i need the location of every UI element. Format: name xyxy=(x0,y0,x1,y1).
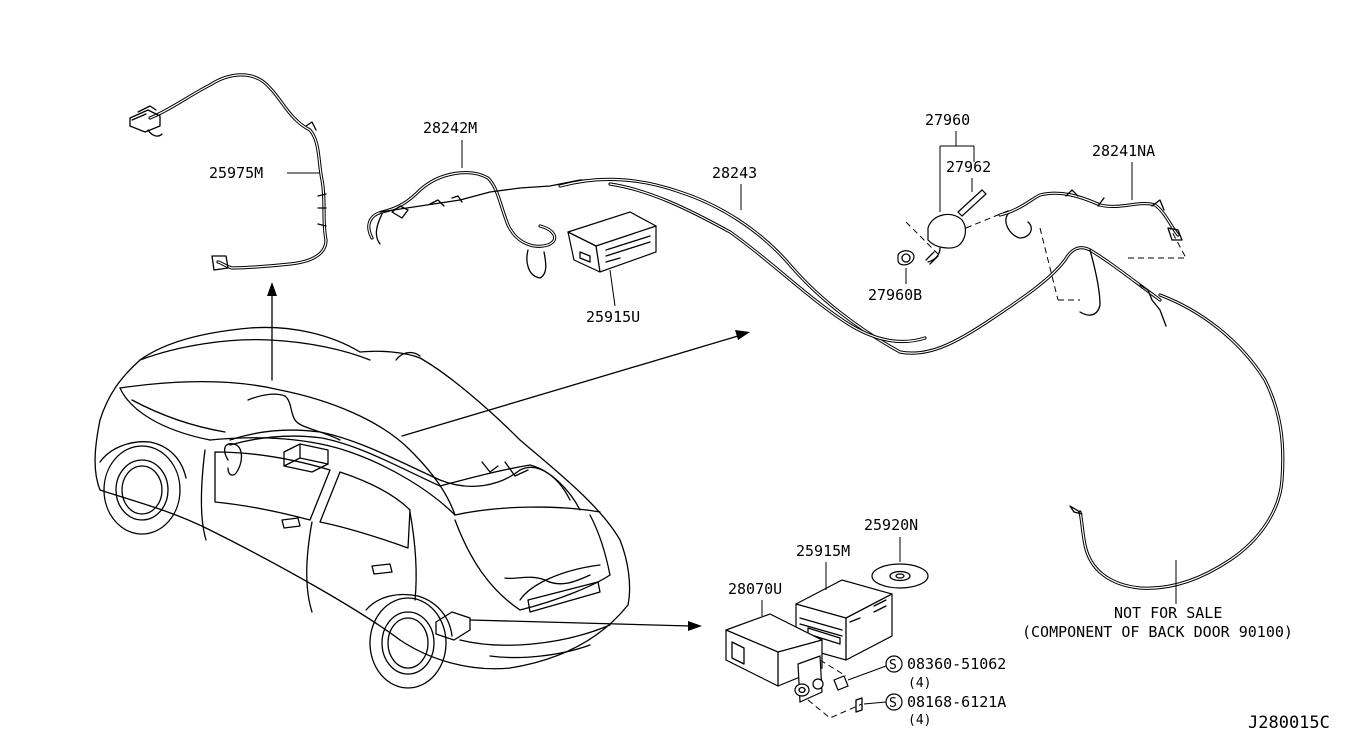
fastener-2-part: 08168-6121A xyxy=(907,693,1006,711)
s-symbol-icon xyxy=(885,655,903,673)
arrows xyxy=(267,282,750,631)
fastener-1-part: 08360-51062 xyxy=(907,655,1006,673)
label-28243: 28243 xyxy=(712,164,757,182)
antenna-27960 xyxy=(897,189,1059,301)
fastener-1-symbol: S xyxy=(889,658,897,673)
unit-25915U xyxy=(567,211,657,273)
label-25915M: 25915M xyxy=(796,542,850,560)
label-27962: 27962 xyxy=(946,158,991,176)
harness-28243 xyxy=(558,177,1167,355)
fastener-2-qty: (4) xyxy=(908,713,931,728)
note-component: (COMPONENT OF BACK DOOR 90100) xyxy=(1022,623,1293,641)
harness-25975M xyxy=(129,73,328,271)
label-25915U: 25915U xyxy=(586,308,640,326)
fastener-1-qty: (4) xyxy=(908,676,931,691)
harness-28241NA xyxy=(998,189,1187,301)
label-28241NA: 28241NA xyxy=(1092,142,1155,160)
note-not-for-sale: NOT FOR SALE xyxy=(1114,604,1222,622)
harness-back-door xyxy=(1069,293,1285,590)
label-25975M: 25975M xyxy=(209,164,263,182)
diagram-id: J280015C xyxy=(1248,713,1330,733)
bracket-28070U xyxy=(725,613,863,719)
vehicle-outline xyxy=(94,326,631,689)
disc-25920N xyxy=(871,563,929,589)
label-25920N: 25920N xyxy=(864,516,918,534)
harness-28242M xyxy=(367,171,611,279)
label-27960B: 27960B xyxy=(868,286,922,304)
fastener-1: S 08360-51062 (4) xyxy=(847,655,1006,691)
label-27960: 27960 xyxy=(925,111,970,129)
label-28242M: 28242M xyxy=(423,119,477,137)
fastener-2-symbol: S xyxy=(889,696,897,711)
label-28070U: 28070U xyxy=(728,580,782,598)
fastener-2: S 08168-6121A (4) xyxy=(863,693,1006,728)
